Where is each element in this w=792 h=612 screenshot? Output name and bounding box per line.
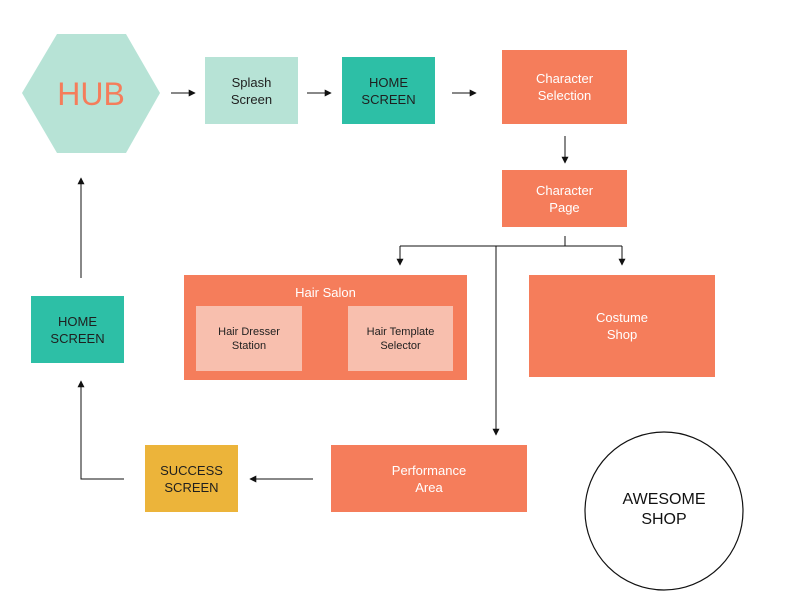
hair-dresser-station-node: Hair Dresser Station [196,306,302,371]
awesome-shop-circle [584,431,744,591]
home-screen-left-node: HOME SCREEN [31,296,124,363]
arrow-success-to-home [77,380,124,480]
success-screen-node: SUCCESS SCREEN [145,445,238,512]
awesome-shop-label: AWESOME SHOP [622,491,706,528]
splash-screen-node: Splash Screen [205,57,298,124]
home-screen-top-node: HOME SCREEN [342,57,435,124]
costume-shop-node: Costume Shop [529,275,715,377]
performance-area-node: Performance Area [331,445,527,512]
character-selection-node: Character Selection [502,50,627,124]
character-page-node: Character Page [502,170,627,227]
hub-hexagon [22,34,160,153]
hair-template-selector-node: Hair Template Selector [348,306,453,371]
hair-salon-title: Hair Salon [295,285,356,300]
hub-label: HUB [57,76,125,112]
